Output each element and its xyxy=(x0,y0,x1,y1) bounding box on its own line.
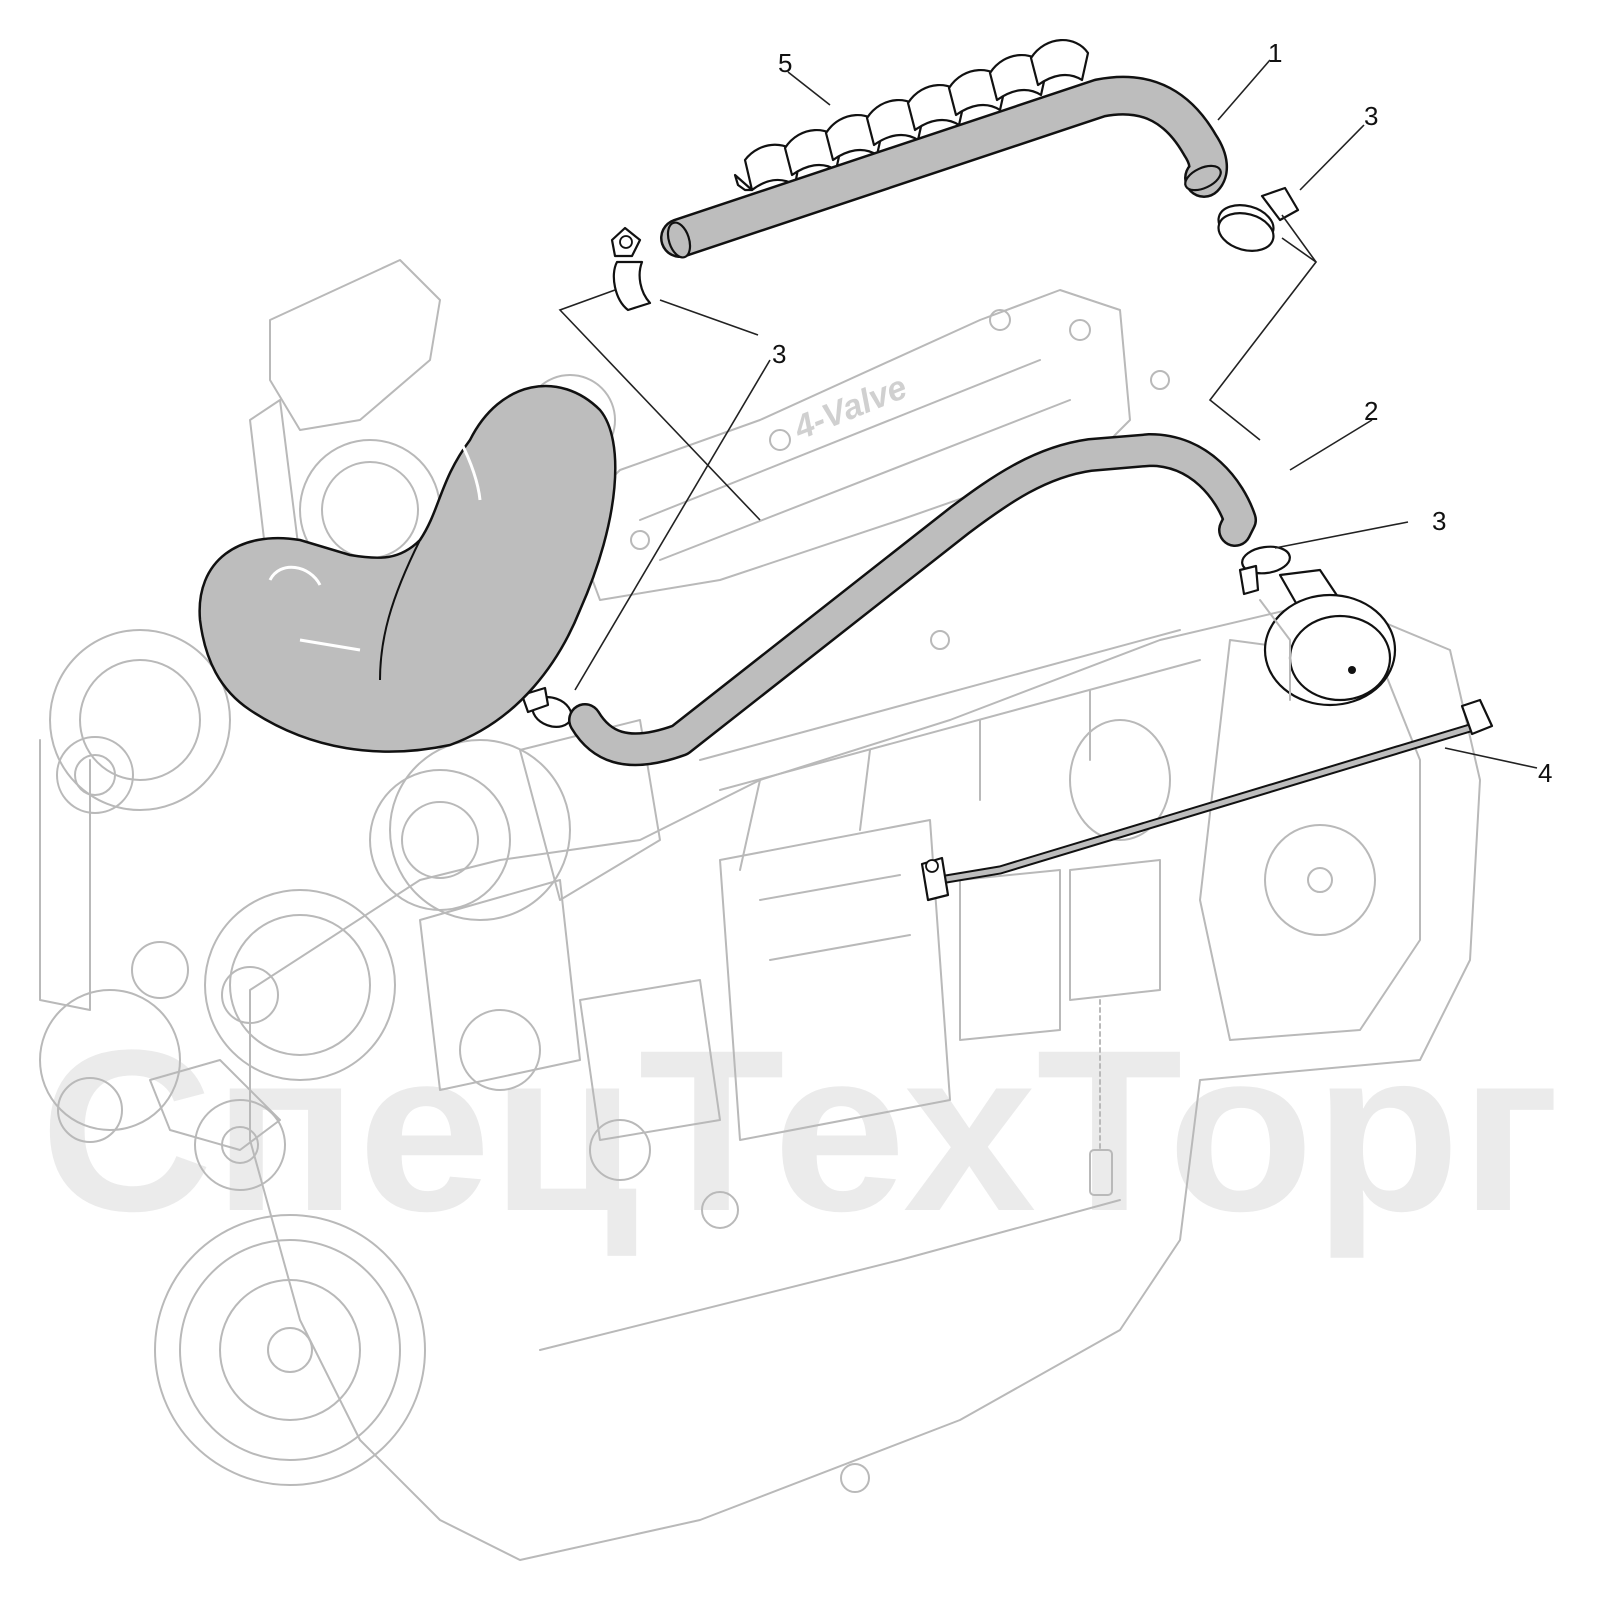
pipe-part-4 xyxy=(920,698,1494,902)
leader-lines xyxy=(558,59,1538,769)
hose-clamp-mid-left xyxy=(520,686,573,728)
hose-clamp-upper-left xyxy=(610,226,652,312)
callout-5: 5 xyxy=(778,48,792,78)
callout-3-mid: 3 xyxy=(772,339,786,369)
callout-2: 2 xyxy=(1364,396,1378,426)
callout-1: 1 xyxy=(1268,38,1282,68)
hose-clamp-mid-right xyxy=(1238,545,1291,596)
hose-part-1 xyxy=(660,75,1229,259)
spiral-wrap-part-5 xyxy=(733,39,1090,192)
watermark: СпецТехТорг xyxy=(40,1002,1560,1259)
callout-3-right: 3 xyxy=(1432,506,1446,536)
turbo-intake-hose xyxy=(198,384,617,753)
coolant-hose-lower xyxy=(568,433,1257,767)
callout-4: 4 xyxy=(1538,758,1552,788)
engine-block-outline: 4-Valve xyxy=(39,259,1481,1561)
watermark-text: СпецТехТорг xyxy=(40,1002,1560,1259)
hose-clamp-upper-right xyxy=(1217,186,1300,252)
callout-3-top: 3 xyxy=(1364,101,1378,131)
callouts: 1 2 3 3 3 4 5 xyxy=(772,38,1552,788)
compressor-part-2 xyxy=(1259,568,1397,707)
